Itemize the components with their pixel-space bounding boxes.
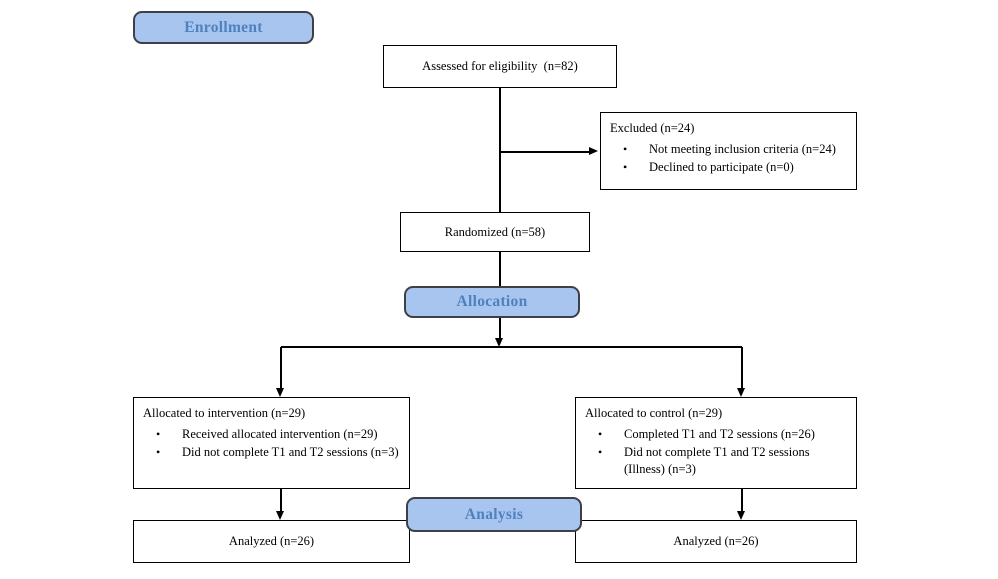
box-control-title: Allocated to control (n=29) [585,406,723,420]
bullet-text: Received allocated intervention (n=29) [182,427,378,441]
bullet-text: Declined to participate (n=0) [649,160,794,174]
bullet-icon: • [156,427,161,441]
arrowhead-branch [495,338,503,347]
stage-label-allocation-text: Allocation [456,293,528,310]
bullet-text: Not meeting inclusion criteria (n=24) [649,142,836,156]
line-control-to-analyzed [741,489,743,512]
stage-label-enrollment: Enrollment [133,11,314,44]
box-intervention: Allocated to intervention (n=29) • Recei… [133,397,410,489]
box-assessed: Assessed for eligibility (n=82) [383,45,617,88]
bullet-item: • Declined to participate (n=0) [610,159,850,176]
bullet-item: • Received allocated intervention (n=29) [143,426,403,443]
line-assessed-to-randomized [499,88,501,213]
bullet-icon: • [156,445,161,459]
stage-label-analysis-text: Analysis [464,505,524,523]
bullet-text: Did not complete T1 and T2 sessions (Ill… [624,445,810,476]
bullet-item: • Not meeting inclusion criteria (n=24) [610,141,850,158]
box-intervention-title: Allocated to intervention (n=29) [143,406,306,420]
bullet-icon: • [598,427,603,441]
arrowhead-control [737,388,745,397]
box-control: Allocated to control (n=29) • Completed … [575,397,857,489]
line-allocation-to-branch [499,318,501,339]
box-analyzed-left: Analyzed (n=26) [133,520,410,563]
box-randomized-text: Randomized (n=58) [444,224,546,239]
bullet-icon: • [598,445,603,459]
bullet-item: • Did not complete T1 and T2 sessions (I… [585,444,850,478]
bullet-text: Did not complete T1 and T2 sessions (n=3… [182,445,399,459]
bullet-item: • Did not complete T1 and T2 sessions (n… [143,444,403,461]
box-excluded-title: Excluded (n=24) [610,121,695,135]
arrowhead-analyzed-left [276,511,284,520]
bullet-icon: • [623,142,628,156]
arrowhead-analyzed-right [737,511,745,520]
box-assessed-text: Assessed for eligibility (n=82) [422,59,578,73]
box-randomized: Randomized (n=58) [400,212,590,252]
bullet-icon: • [623,160,628,174]
bullet-item: • Completed T1 and T2 sessions (n=26) [585,426,850,443]
arrowhead-intervention [276,388,284,397]
stage-label-allocation: Allocation [404,286,580,318]
box-excluded: Excluded (n=24) • Not meeting inclusion … [600,112,857,190]
branch-line [281,346,742,348]
box-analyzed-right: Analyzed (n=26) [575,520,857,563]
bullet-text: Completed T1 and T2 sessions (n=26) [624,427,815,441]
box-analyzed-right-text: Analyzed (n=26) [673,534,759,548]
line-branch-to-control [741,347,743,389]
arrowhead-excluded [589,147,598,155]
stage-label-analysis: Analysis [406,497,582,532]
line-randomized-to-allocation [499,252,501,286]
line-branch-to-intervention [280,347,282,389]
box-analyzed-left-text: Analyzed (n=26) [228,534,315,548]
line-intervention-to-analyzed [280,489,282,512]
stage-label-enrollment-text: Enrollment [184,18,263,36]
line-to-excluded [500,151,590,153]
